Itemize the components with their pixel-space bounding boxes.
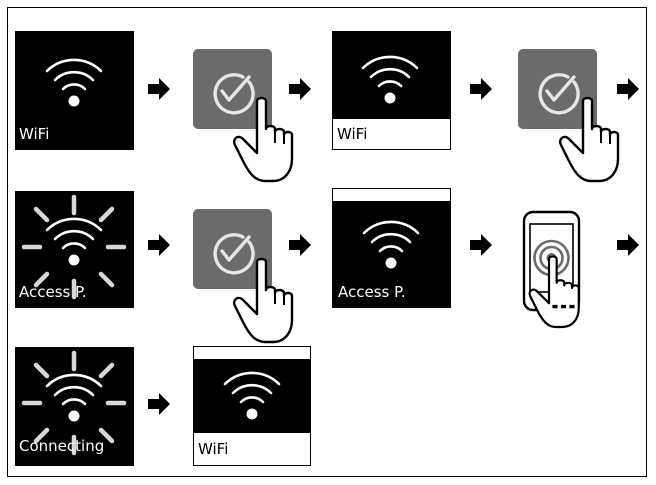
arrow-right-icon [617,234,639,256]
blink-rays-icon [74,247,75,248]
arrow-right-icon [470,78,492,100]
arrow-right-icon [148,234,170,256]
arrow-right-icon [617,78,639,100]
hand-pointer-icon [232,257,294,344]
bar-label-wifi: WiFi [198,440,229,458]
display-label-wifi: WiFi [19,125,50,143]
diagram-frame [7,7,647,477]
wifi-icon [223,371,281,421]
display-access-point-selected [332,201,451,308]
arrow-right-icon [470,234,492,256]
display-label-connecting: Connecting [19,437,105,455]
bar-label-wifi: WiFi [337,125,368,143]
wifi-icon [45,58,103,108]
display-label-access-point: Access P. [19,283,87,301]
selection-bar [193,432,311,466]
hand-pointer-icon [232,96,294,183]
arrow-right-icon [289,234,311,256]
check-circle-icon [213,233,255,275]
hand-pointer-icon [558,96,620,183]
smartphone-icon [522,210,581,312]
check-circle-icon [538,73,580,115]
wifi-icon [362,220,420,270]
wifi-icon [45,373,103,423]
display-label-access-point: Access P. [338,283,406,301]
check-circle-icon [213,73,255,115]
arrow-right-icon [289,78,311,100]
selection-bar [332,118,451,150]
wifi-icon [45,217,103,267]
hand-pointer-icon [528,255,580,329]
arrow-right-icon [148,393,170,415]
wifi-icon [361,55,419,105]
display-wifi-menu [15,31,134,150]
arrow-right-icon [148,78,170,100]
blink-rays-icon [74,403,75,404]
